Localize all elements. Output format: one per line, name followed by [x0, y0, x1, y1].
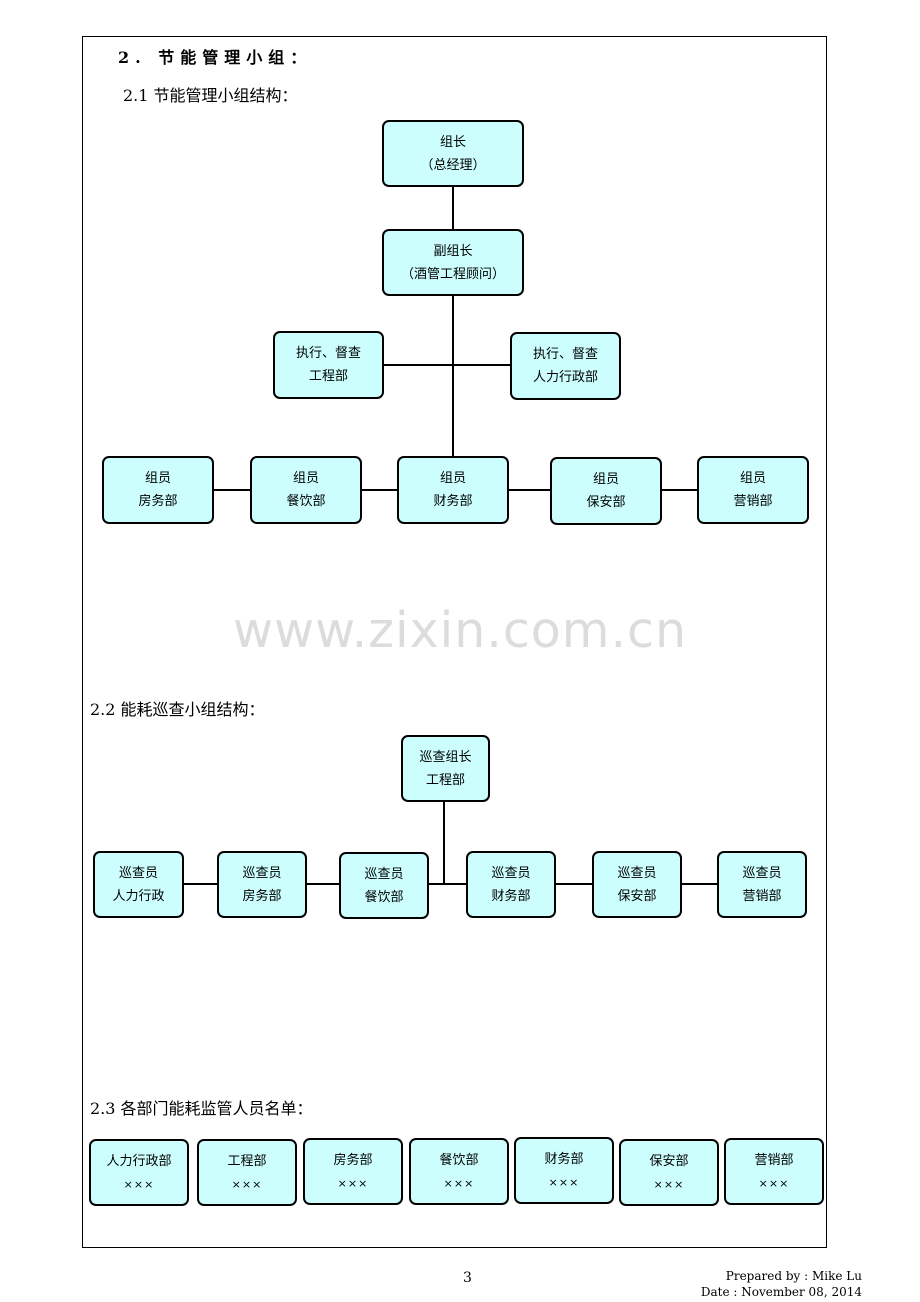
subsection-2-2-title: 2.2 能耗巡查小组结构： — [90, 700, 265, 719]
org-box-dept: 房务部 — [242, 888, 282, 904]
org-box-role: 巡查员 — [491, 865, 531, 881]
staff-dept: 工程部 — [227, 1153, 267, 1169]
org-box-member: 组员 保安部 — [550, 457, 662, 525]
staff-name: ××× — [123, 1177, 155, 1191]
connector-line — [554, 883, 594, 885]
subsection-2-1-title: 2.1 节能管理小组结构： — [123, 86, 298, 105]
staff-box: 工程部 ××× — [197, 1139, 297, 1206]
org-box-role: 组员 — [439, 471, 466, 486]
staff-dept: 人力行政部 — [106, 1153, 172, 1169]
staff-name: ××× — [653, 1177, 685, 1191]
org-box-dept: 财务部 — [491, 888, 531, 904]
org-box-dept: 人力行政部 — [532, 370, 598, 385]
org-box-role: 组员 — [739, 471, 766, 486]
org-box-leader: 组长 （总经理） — [382, 120, 524, 187]
staff-name: ××× — [443, 1176, 475, 1190]
org-box-dept: 营销部 — [742, 888, 782, 904]
org-box-exec-engineering: 执行、督查 工程部 — [273, 331, 384, 399]
org-box-role: 巡查组长 — [419, 749, 472, 765]
staff-dept: 财务部 — [544, 1151, 584, 1167]
connector-line — [361, 489, 399, 491]
staff-box: 房务部 ××× — [303, 1138, 403, 1205]
org-box-patrol-leader: 巡查组长 工程部 — [401, 735, 490, 802]
staff-box: 财务部 ××× — [514, 1137, 614, 1204]
org-box-role: 副组长 — [433, 243, 473, 259]
org-box-member: 组员 房务部 — [102, 456, 214, 524]
connector-line — [427, 883, 468, 885]
org-box-patrol-member: 巡查员 人力行政 — [93, 851, 184, 918]
connector-line — [452, 295, 454, 458]
org-box-role: 组员 — [144, 471, 171, 486]
staff-box: 保安部 ××× — [619, 1139, 719, 1206]
org-box-patrol-member: 巡查员 餐饮部 — [339, 852, 429, 919]
connector-line — [212, 489, 252, 491]
connector-line — [305, 883, 341, 885]
org-box-role: 巡查员 — [242, 865, 282, 881]
org-box-role: 巡查员 — [617, 865, 657, 881]
org-box-deputy: 副组长 （酒管工程顾问） — [382, 229, 524, 296]
staff-box: 人力行政部 ××× — [89, 1139, 189, 1206]
org-box-dept: 财务部 — [433, 494, 473, 509]
connector-line — [660, 489, 698, 491]
connector-line — [383, 364, 511, 366]
org-box-role: 巡查员 — [118, 865, 158, 881]
org-box-name: （酒管工程顾问） — [400, 266, 505, 282]
org-box-patrol-member: 巡查员 财务部 — [466, 851, 556, 918]
connector-line — [680, 883, 719, 885]
org-box-dept: 保安部 — [586, 495, 626, 510]
page-number: 3 — [463, 1270, 472, 1286]
staff-box: 营销部 ××× — [724, 1138, 824, 1205]
staff-dept: 保安部 — [649, 1153, 689, 1169]
staff-name: ××× — [337, 1176, 369, 1190]
org-box-dept: 工程部 — [308, 369, 348, 384]
org-box-role: 执行、督查 — [532, 347, 598, 362]
subsection-2-3-title: 2.3 各部门能耗监管人员名单： — [90, 1099, 313, 1118]
org-box-member: 组员 营销部 — [697, 456, 809, 524]
staff-name: ××× — [548, 1175, 580, 1189]
staff-box: 餐饮部 ××× — [409, 1138, 509, 1205]
org-box-member: 组员 财务部 — [397, 456, 509, 524]
org-box-name: （总经理） — [420, 157, 486, 173]
org-box-role: 组员 — [292, 471, 319, 486]
staff-name: ××× — [758, 1176, 790, 1190]
org-box-role: 组员 — [592, 472, 619, 487]
page-border — [82, 36, 827, 1248]
staff-dept: 营销部 — [754, 1152, 794, 1168]
org-box-dept: 房务部 — [138, 494, 178, 509]
org-box-role: 组长 — [439, 134, 466, 150]
org-box-dept: 餐饮部 — [364, 889, 404, 905]
watermark: www.zixin.com.cn — [232, 602, 688, 659]
org-box-dept: 餐饮部 — [286, 494, 326, 509]
org-box-role: 巡查员 — [742, 865, 782, 881]
staff-name: ××× — [231, 1177, 263, 1191]
org-box-member: 组员 餐饮部 — [250, 456, 362, 524]
staff-dept: 房务部 — [333, 1152, 373, 1168]
connector-line — [452, 186, 454, 230]
org-box-dept: 工程部 — [425, 772, 465, 788]
org-box-dept: 人力行政 — [112, 888, 165, 904]
footer-date: Date : November 08, 2014 — [700, 1285, 862, 1299]
org-box-patrol-member: 巡查员 保安部 — [592, 851, 682, 918]
org-box-dept: 保安部 — [617, 888, 657, 904]
connector-line — [183, 883, 219, 885]
connector-line — [443, 800, 445, 885]
footer-prepared-by: Prepared by : Mike Lu — [725, 1269, 862, 1283]
section-title: 2. 节能管理小组： — [118, 48, 313, 67]
staff-dept: 餐饮部 — [439, 1152, 479, 1168]
org-box-patrol-member: 巡查员 营销部 — [717, 851, 807, 918]
org-box-exec-hr: 执行、督查 人力行政部 — [510, 332, 621, 400]
org-box-patrol-member: 巡查员 房务部 — [217, 851, 307, 918]
org-box-dept: 营销部 — [733, 494, 773, 509]
org-box-role: 巡查员 — [364, 866, 404, 882]
org-box-role: 执行、督查 — [295, 346, 361, 361]
connector-line — [507, 489, 551, 491]
